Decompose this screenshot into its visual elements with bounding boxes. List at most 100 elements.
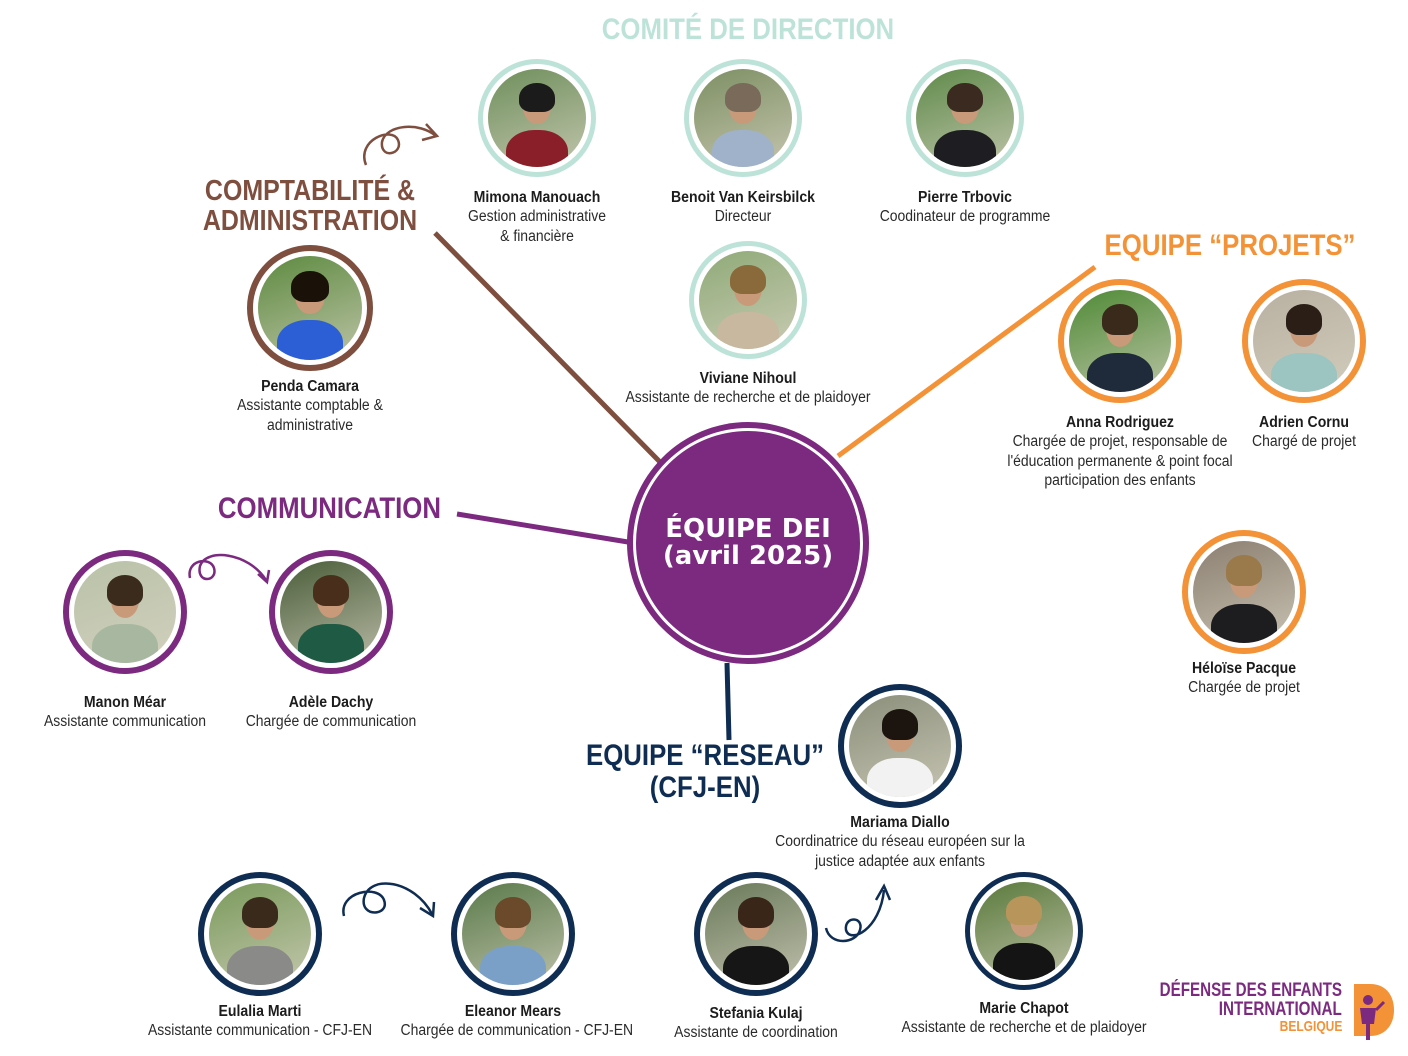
heading-communication: COMMUNICATION (217, 492, 442, 525)
loop-arrow-reseau-1-icon (342, 882, 434, 917)
person-name: Adrien Cornu (1259, 414, 1349, 431)
person-role-line: & financière (500, 227, 574, 245)
loop-arrow-comm-head-icon (257, 569, 271, 585)
portrait-photo (849, 695, 951, 797)
connector-compta (433, 231, 662, 464)
person-role-line: Coordinatrice du réseau européen sur la (775, 833, 1025, 850)
person-name: Héloïse Pacque (1191, 660, 1297, 677)
avatar-viviane-nihoul (689, 241, 807, 359)
loop-arrow-compta-head-icon (421, 123, 440, 142)
person-role-line: Chargé de projet (1252, 433, 1356, 450)
heading-projets: EQUIPE “PROJETS” (1104, 229, 1356, 262)
person-name: Eleanor Mears (464, 1003, 562, 1020)
person-name: Stefania Kulaj (709, 1005, 803, 1022)
heading-comptabilite: COMPTABILITÉ & ADMINISTRATION (172, 176, 447, 237)
person-name: Manon Méar (83, 694, 167, 711)
portrait-photo (916, 69, 1014, 167)
person-name: Benoit Van Keirsbilck (671, 189, 815, 206)
person-role-line: Assistante de recherche et de plaidoyer (625, 389, 871, 406)
person-name: Adèle Dachy (288, 694, 374, 711)
portrait-photo (74, 561, 176, 663)
person-name: Marie Chapot (979, 1000, 1069, 1017)
heading-comite: COMITÉ DE DIRECTION (601, 13, 895, 46)
connector-reseau (724, 662, 732, 741)
portrait-photo (705, 883, 807, 985)
avatar-heloise-pacque (1182, 530, 1306, 654)
portrait-photo (258, 256, 362, 360)
avatar-adele-dachy (269, 550, 393, 674)
person-role-line: Assistante communication (43, 713, 207, 730)
heading-comptabilite-line1: COMPTABILITÉ & (204, 175, 416, 207)
avatar-mariama-diallo (838, 684, 962, 808)
heading-reseau-line2: (CFJ-EN) (649, 770, 761, 804)
avatar-mimona-manouach (478, 59, 596, 177)
portrait-photo (280, 561, 382, 663)
portrait-photo (488, 69, 586, 167)
person-role-line: Chargée de communication - CFJ-EN (400, 1022, 634, 1039)
avatar-eleanor-mears (451, 872, 575, 996)
center-subtitle: (avril 2025) (662, 541, 834, 571)
person-role-line: Chargée de projet (1188, 679, 1300, 696)
person-name: Pierre Trbovic (918, 189, 1012, 206)
person-name: Eulalia Marti (218, 1003, 302, 1020)
avatar-adrien-cornu (1242, 279, 1366, 403)
heading-comptabilite-line2: ADMINISTRATION (202, 205, 418, 238)
loop-arrow-reseau-2-icon (824, 889, 886, 943)
portrait-photo (975, 882, 1073, 980)
portrait-photo (209, 883, 311, 985)
logo-line1: DÉFENSE DES ENFANTS (1159, 980, 1342, 1001)
person-role-line: Assistante de recherche et de plaidoyer (901, 1019, 1147, 1036)
logo-line3: BELGIQUE (1279, 1018, 1342, 1035)
person-role-line: Directeur (714, 208, 772, 225)
person-role-line: Gestion administrative (467, 208, 607, 225)
person-role-line: participation des enfants (1044, 472, 1196, 489)
loop-arrow-reseau-2-head-icon (874, 883, 892, 901)
avatar-penda-camara (247, 245, 373, 371)
heading-reseau-line1: EQUIPE “RESEAU” (585, 739, 824, 772)
logo-mark-icon (1354, 984, 1394, 1040)
avatar-pierre-trbovic (906, 59, 1024, 177)
person-name: Mariama Diallo (850, 814, 950, 831)
center-team-circle: ÉQUIPE DEI (avril 2025) (627, 422, 869, 664)
avatar-benoit-van-keirsbilck (684, 59, 802, 177)
portrait-photo (1193, 541, 1295, 643)
portrait-photo (462, 883, 564, 985)
portrait-photo (699, 251, 797, 349)
person-role-line: Chargée de projet, responsable de (1012, 433, 1228, 450)
logo-line2: INTERNATIONAL (1219, 999, 1342, 1020)
person-role-line: Chargée de communication (245, 713, 417, 730)
person-name: Penda Camara (261, 378, 359, 395)
connector-projets (836, 264, 1097, 459)
person-name: Mimona Manouach (473, 189, 601, 206)
connector-communication (456, 511, 629, 545)
heading-reseau: EQUIPE “RESEAU” (CFJ-EN) (580, 740, 829, 803)
portrait-photo (1069, 290, 1171, 392)
avatar-anna-rodriguez (1058, 279, 1182, 403)
person-role-line: Assistante de coordination (674, 1024, 838, 1041)
person-role-line: Coodinateur de programme (879, 208, 1051, 225)
person-role-line: Assistante communication - CFJ-EN (147, 1022, 373, 1039)
loop-arrow-comm-icon (188, 553, 268, 581)
avatar-eulalia-marti (198, 872, 322, 996)
portrait-photo (694, 69, 792, 167)
dei-logo: DÉFENSE DES ENFANTS INTERNATIONAL BELGIQ… (1160, 978, 1402, 1048)
loop-arrow-compta-icon (363, 125, 437, 166)
person-name: Anna Rodriguez (1066, 414, 1174, 431)
center-title: ÉQUIPE DEI (665, 513, 831, 544)
person-role-line: justice adaptée aux enfants (815, 852, 985, 870)
person-name: Viviane Nihoul (699, 370, 797, 387)
avatar-manon-mear (63, 550, 187, 674)
